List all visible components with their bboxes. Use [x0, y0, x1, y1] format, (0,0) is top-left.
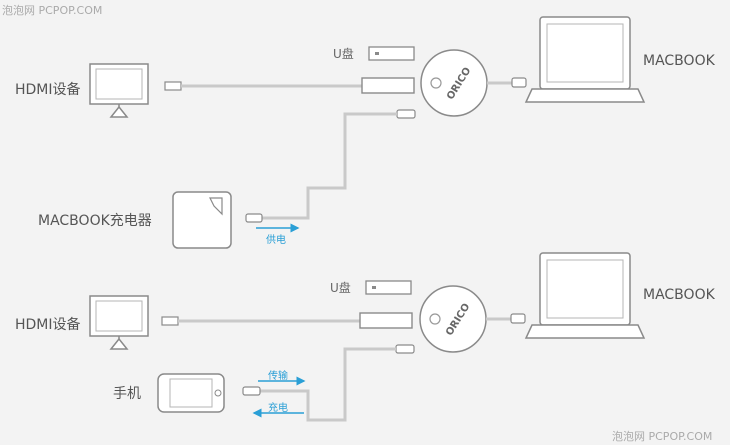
- usb-drive-label: U盘: [333, 47, 354, 61]
- hdmi-cable: [164, 77, 415, 94]
- orico-hub-icon: [420, 49, 488, 117]
- macbook-laptop-icon: [524, 16, 646, 103]
- transfer-flow-label: 传输: [268, 371, 288, 382]
- usb-drive-label: U盘: [330, 281, 351, 295]
- macbook-label: MACBOOK: [643, 53, 715, 69]
- macbook-charger-label: MACBOOK充电器: [38, 213, 152, 229]
- watermark-bottom: 泡泡网 PCPOP.COM: [612, 430, 713, 443]
- hdmi-device-label: HDMI设备: [15, 317, 81, 333]
- macbook-charger-icon: [172, 191, 232, 249]
- bottom-diagram: [89, 252, 646, 422]
- phone-icon: [157, 373, 225, 413]
- hdmi-monitor-icon: [89, 295, 149, 350]
- watermark-top: 泡泡网 PCPOP.COM: [2, 4, 103, 17]
- usb-c-to-laptop-cable: [486, 313, 526, 324]
- macbook-label: MACBOOK: [643, 287, 715, 303]
- phone-label: 手机: [113, 386, 141, 402]
- charger-cable: [245, 109, 416, 223]
- usb-c-to-laptop-cable: [487, 77, 527, 88]
- usb-drive-icon: [368, 46, 415, 61]
- hdmi-monitor-icon: [89, 63, 149, 118]
- top-diagram: [89, 16, 646, 249]
- charge-flow-label: 充电: [268, 403, 288, 414]
- power-flow-label: 供电: [266, 235, 286, 246]
- hdmi-device-label: HDMI设备: [15, 82, 81, 98]
- macbook-laptop-icon: [524, 252, 646, 339]
- phone-cable: [242, 344, 415, 422]
- usb-drive-icon: [365, 280, 412, 295]
- hdmi-cable: [161, 312, 413, 329]
